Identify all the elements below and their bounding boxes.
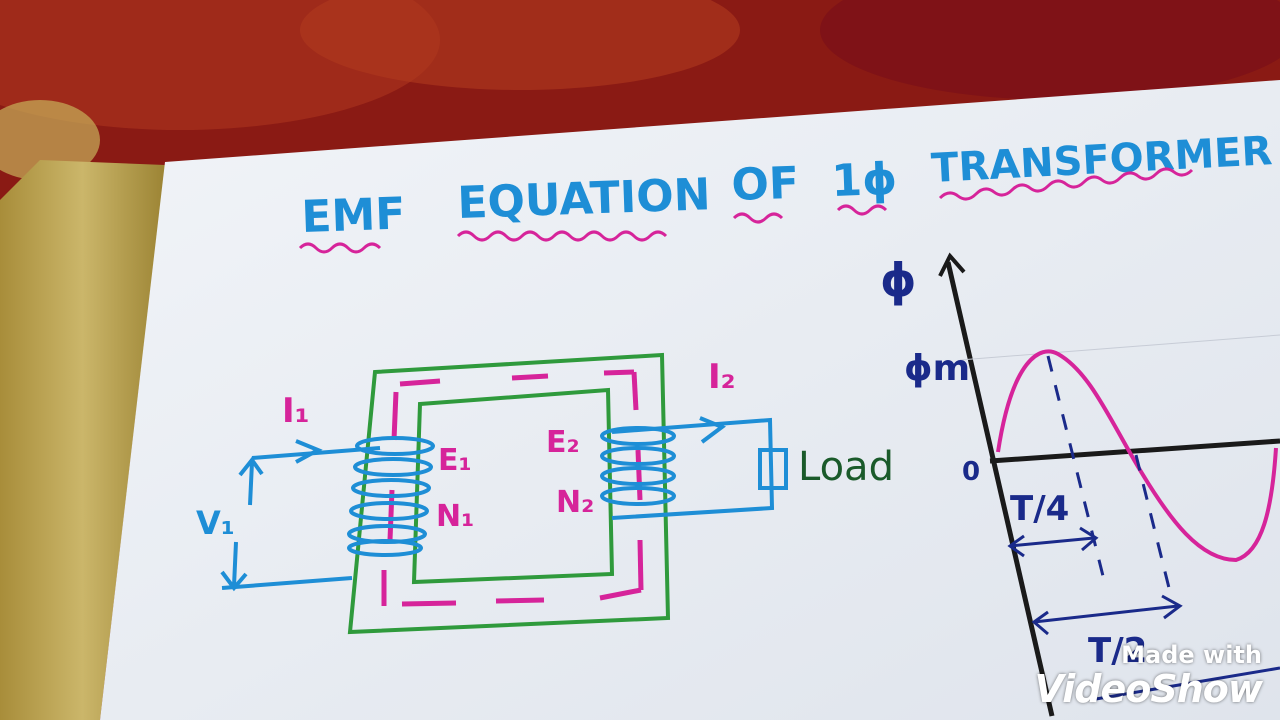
title-word-equation: EQUATION bbox=[457, 169, 712, 229]
title-underlines bbox=[298, 167, 1194, 254]
graph-y-arrow bbox=[938, 252, 966, 277]
label-i1: I₁ bbox=[282, 391, 310, 431]
label-v1: V₁ bbox=[196, 504, 235, 542]
graph-label-phi: ϕ bbox=[880, 253, 917, 307]
watermark-brand: VideoShow bbox=[1034, 667, 1263, 711]
quarter-dash bbox=[1046, 355, 1106, 581]
diagram-labels: I₁ I₂ V₁ E₁ E₂ N₁ N₂ Load ϕ ϕm 0 T/4 T/2 bbox=[196, 253, 1147, 671]
primary-winding bbox=[220, 436, 435, 592]
flux-path bbox=[381, 369, 644, 607]
videoshow-watermark: Made with VideoShow bbox=[1034, 641, 1263, 711]
v1-arrow-down bbox=[220, 541, 248, 592]
core-inner bbox=[411, 387, 615, 585]
graph-y-axis bbox=[945, 261, 1055, 717]
label-n2: N₂ bbox=[556, 485, 594, 520]
title-word-of: OF bbox=[731, 158, 800, 211]
gold-folder bbox=[0, 160, 165, 720]
graph-x-axis bbox=[989, 438, 1280, 464]
label-e2: E₂ bbox=[546, 425, 580, 460]
peak-guide bbox=[959, 334, 1280, 361]
label-i2: I₂ bbox=[708, 357, 736, 397]
graph-label-t4: T/4 bbox=[1010, 489, 1069, 529]
secondary-winding bbox=[600, 416, 788, 520]
paper-sheet bbox=[100, 80, 1280, 720]
title-word-emf: EMF bbox=[301, 188, 407, 243]
flux-graph bbox=[938, 252, 1280, 717]
v1-arrow-up bbox=[238, 456, 264, 506]
i1-arrow bbox=[295, 439, 323, 464]
label-e1: E₁ bbox=[438, 443, 472, 478]
half-dash bbox=[1134, 454, 1174, 601]
load-resistor bbox=[758, 448, 788, 490]
label-n1: N₁ bbox=[436, 499, 474, 534]
primary-bottom-wire bbox=[221, 576, 353, 590]
i2-arrow bbox=[699, 416, 727, 444]
watermark-made-with: Made with bbox=[1121, 641, 1262, 669]
graph-label-phim: ϕm bbox=[904, 348, 970, 389]
graph-label-origin: 0 bbox=[962, 457, 980, 487]
half-arrow bbox=[1031, 594, 1183, 636]
label-load: Load bbox=[798, 444, 894, 490]
quarter-arrow bbox=[1007, 526, 1099, 558]
graph-label-t2: T/2 bbox=[1088, 631, 1147, 671]
title-word-1phi: 1ϕ bbox=[831, 154, 898, 207]
